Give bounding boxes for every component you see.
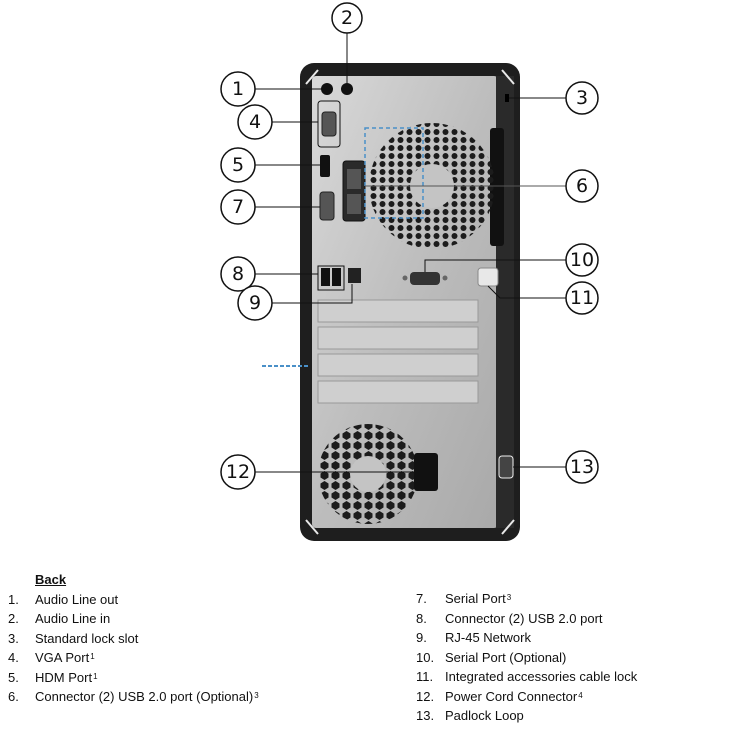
svg-text:7: 7 (232, 196, 244, 218)
legend-item: 11. Integrated accessories cable lock (416, 667, 637, 687)
callout-13: 13 (565, 450, 599, 484)
legend-heading: Back (35, 572, 67, 587)
accessories-cable-lock (477, 267, 499, 287)
legend-number: 8. (416, 610, 427, 626)
svg-text:5: 5 (232, 154, 244, 176)
legend-label: HDM Port (35, 669, 93, 685)
legend-number: 12. (416, 688, 435, 704)
legend-label: RJ-45 Network (445, 630, 531, 645)
footnote-marker: 3 (254, 691, 259, 700)
legend-number: 10. (416, 649, 435, 665)
svg-text:8: 8 (232, 263, 244, 285)
legend-item: 3. Standard lock slot (8, 629, 259, 649)
vga-port (317, 100, 341, 148)
usb-ports (317, 265, 345, 291)
legend-label: Integrated accessories cable lock (445, 669, 638, 684)
legend-label: Audio Line in (35, 611, 111, 626)
legend-label: Serial Port (Optional) (445, 649, 567, 665)
svg-text:10: 10 (570, 249, 594, 271)
legend-number: 3. (8, 630, 19, 646)
rj45-port (348, 268, 361, 283)
legend-number: 7. (416, 591, 427, 606)
power-cord-connector (414, 453, 438, 491)
legend-item: 9. RJ-45 Network (416, 628, 637, 648)
legend-number: 9. (416, 630, 427, 645)
legend-label: VGA Port (35, 650, 90, 665)
legend-number: 13. (416, 708, 435, 723)
callout-12: 12 (220, 454, 256, 490)
legend-number: 2. (8, 611, 19, 626)
callout-8: 8 (220, 256, 256, 292)
legend-label: Connector (2) USB 2.0 port (445, 610, 603, 626)
callout-leaders (255, 33, 566, 473)
callout-7: 7 (220, 189, 256, 225)
svg-text:1: 1 (232, 78, 244, 100)
svg-text:13: 13 (570, 456, 594, 478)
callout-5: 5 (220, 147, 256, 183)
callout-9: 9 (237, 285, 273, 321)
callout-11: 11 (565, 281, 599, 315)
legend-number: 4. (8, 650, 19, 665)
callout-1: 1 (220, 71, 256, 107)
svg-text:6: 6 (576, 175, 588, 197)
callout-4: 4 (237, 104, 273, 140)
callout-10: 10 (565, 243, 599, 277)
legend-left-column: Back 1. Audio Line out 2. Audio Line in 3.… (8, 570, 259, 707)
legend-item: 10. Serial Port (Optional) (416, 648, 637, 668)
footnote-marker: 3 (506, 593, 512, 602)
audio-line-out-port (321, 83, 333, 95)
legend-number: 5. (8, 669, 19, 685)
padlock-loop (498, 455, 514, 479)
legend-number: 6. (8, 689, 19, 704)
footnote-marker: 1 (90, 652, 95, 661)
optional-usb-ports (342, 127, 424, 222)
expansion-slots (262, 299, 479, 404)
legend-number: 1. (8, 591, 19, 607)
standard-lock-slot (505, 94, 509, 102)
optional-serial-port (402, 272, 448, 285)
legend-label: Standard lock slot (35, 630, 139, 646)
legend-item: 1. Audio Line out (8, 590, 259, 610)
hdmi-port (320, 155, 330, 177)
callout-2: 2 (331, 2, 363, 34)
footnote-marker: 4 (578, 690, 583, 700)
rear-panel-diagram: 1 2 3 4 5 6 7 8 9 10 11 12 13 (220, 2, 599, 541)
callout-3: 3 (565, 81, 599, 115)
legend-item: 6. Connector (2) USB 2.0 port (Optional)3 (8, 687, 259, 707)
legend-label: Audio Line out (35, 591, 119, 607)
legend-label: Connector (2) USB 2.0 port (Optional) (35, 689, 254, 704)
legend-label: Padlock Loop (445, 708, 524, 723)
svg-text:4: 4 (249, 111, 261, 133)
svg-text:9: 9 (249, 292, 261, 314)
svg-text:2: 2 (341, 7, 353, 29)
legend-label: Power Cord Connector (445, 688, 578, 704)
serial-port (319, 191, 335, 221)
legend-number: 11. (416, 669, 434, 684)
footnote-marker: 1 (93, 671, 98, 681)
legend-item: 8. Connector (2) USB 2.0 port (416, 609, 637, 629)
legend-item: 13. Padlock Loop (416, 706, 637, 726)
audio-line-in-port (341, 83, 353, 95)
power-supply (318, 424, 514, 524)
svg-text:11: 11 (570, 287, 594, 309)
legend-label: Serial Port (445, 591, 506, 606)
svg-text:12: 12 (226, 461, 250, 483)
svg-text:3: 3 (576, 87, 588, 109)
legend-item: 2. Audio Line in (8, 609, 259, 629)
callout-6: 6 (565, 169, 599, 203)
